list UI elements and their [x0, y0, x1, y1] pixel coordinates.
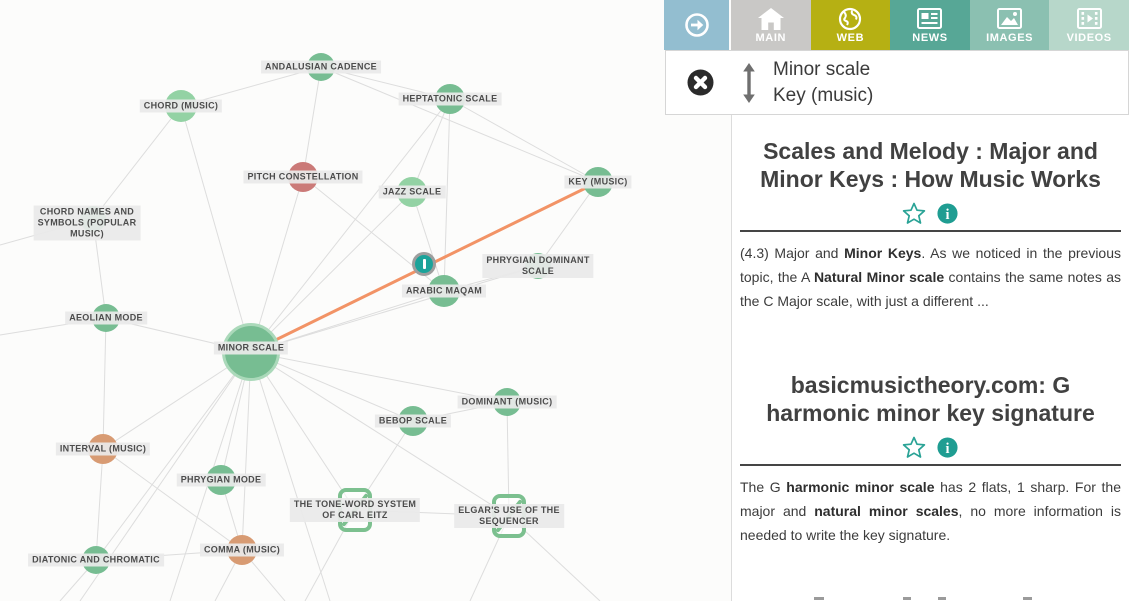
tab-web[interactable]: WEB — [810, 0, 891, 50]
graph-node-label-diatonic-chromatic[interactable]: DIATONIC AND CHROMATIC — [28, 553, 164, 567]
tab-bar: MAIN WEB NEWS IMAGES VIDEOS — [664, 0, 1129, 50]
tab-main[interactable]: MAIN — [731, 0, 811, 50]
partial-result-text-top — [938, 597, 946, 600]
result-divider — [740, 230, 1121, 232]
graph-node-label-interval-music[interactable]: INTERVAL (MUSIC) — [55, 442, 151, 456]
query-node-2[interactable]: Key (music) — [773, 84, 874, 106]
query-bar: Minor scale Key (music) — [665, 50, 1129, 115]
result-actions: i — [740, 435, 1121, 459]
result-snippet: (4.3) Major and Minor Keys. As we notice… — [740, 245, 1122, 309]
graph-edges — [0, 66, 601, 601]
result-actions: i — [740, 201, 1121, 225]
tab-back[interactable] — [664, 0, 729, 50]
partial-result-text-top — [903, 597, 911, 600]
tab-label: WEB — [836, 31, 865, 44]
arrow-right-circle-icon — [684, 13, 710, 37]
globe-icon — [838, 7, 862, 31]
tab-label: IMAGES — [986, 31, 1034, 44]
graph-node-label-aeolian-mode[interactable]: AEOLIAN MODE — [65, 311, 147, 325]
partial-result-text-top — [814, 597, 824, 600]
star-icon[interactable] — [902, 435, 926, 459]
graph-node-label-phrygian-mode[interactable]: PHRYGIAN MODE — [176, 473, 266, 487]
film-icon — [1076, 7, 1102, 31]
tab-label: VIDEOS — [1066, 31, 1112, 44]
star-icon[interactable] — [902, 201, 926, 225]
result-divider — [740, 464, 1121, 466]
query-node-list: Minor scale Key (music) — [773, 57, 873, 109]
graph-node-label-minor-scale[interactable]: MINOR SCALE — [213, 341, 289, 355]
info-icon[interactable]: i — [936, 436, 959, 459]
tab-videos[interactable]: VIDEOS — [1049, 0, 1129, 50]
info-icon[interactable]: i — [936, 202, 959, 225]
edge-info-badge[interactable] — [412, 252, 436, 276]
image-icon — [997, 7, 1023, 31]
svg-text:i: i — [946, 440, 950, 456]
graph-node-label-andalusian-cadence[interactable]: ANDALUSIAN CADENCE — [261, 60, 381, 74]
graph-node-label-bebop-scale[interactable]: BEBOP SCALE — [374, 414, 452, 428]
tab-images[interactable]: IMAGES — [969, 0, 1050, 50]
tab-news[interactable]: NEWS — [890, 0, 970, 50]
close-icon[interactable] — [687, 69, 714, 96]
graph-node-label-comma-music[interactable]: COMMA (MUSIC) — [199, 543, 285, 557]
tab-label: MAIN — [755, 31, 787, 44]
newspaper-icon — [917, 7, 943, 31]
query-node-1[interactable]: Minor scale — [773, 58, 871, 80]
reorder-updown-icon[interactable] — [742, 62, 756, 103]
graph-node-label-heptatonic-scale[interactable]: HEPTATONIC SCALE — [398, 92, 502, 106]
result-snippet: The G harmonic minor scale has 2 flats, … — [740, 479, 1121, 543]
partial-result-text-top — [1023, 597, 1032, 600]
graph-node-label-chord-music[interactable]: CHORD (MUSIC) — [139, 99, 223, 113]
graph-node-label-key-music[interactable]: KEY (MUSIC) — [564, 175, 632, 189]
graph-node-label-jazz-scale[interactable]: JAZZ SCALE — [378, 185, 446, 199]
graph-node-label-dominant-music[interactable]: DOMINANT (MUSIC) — [457, 395, 557, 409]
graph-node-label-pitch-constellation[interactable]: PITCH CONSTELLATION — [243, 170, 363, 184]
tab-label: NEWS — [912, 31, 948, 44]
svg-text:i: i — [946, 206, 950, 222]
knowledge-graph-canvas[interactable]: ANDALUSIAN CADENCE CHORD (MUSIC) HEPTATONI… — [0, 0, 731, 601]
home-icon — [757, 7, 784, 31]
graph-node-label-arabic-maqam[interactable]: ARABIC MAQAM — [401, 284, 487, 298]
